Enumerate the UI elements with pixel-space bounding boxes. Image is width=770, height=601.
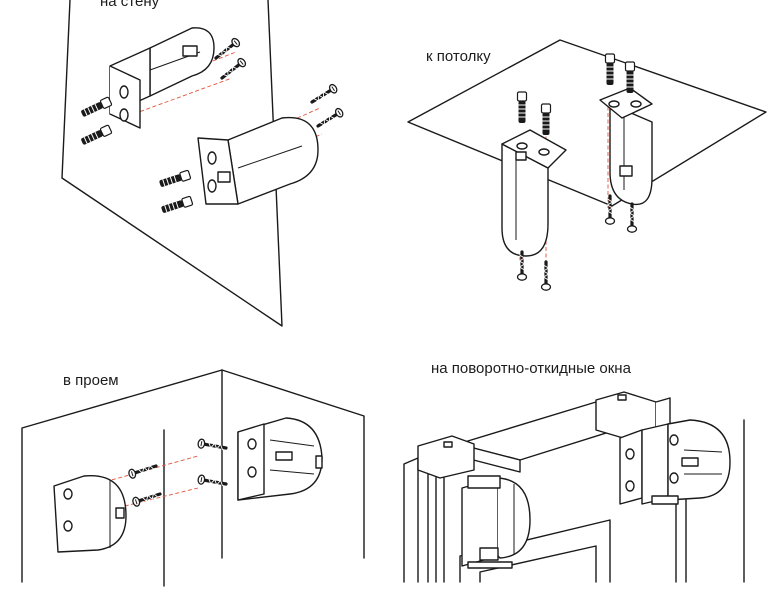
ceiling-mount-illustration — [407, 39, 767, 292]
tilt-window-illustration — [403, 391, 745, 583]
recess-mount-label: в проем — [63, 372, 119, 389]
wall-mount-illustration — [61, 0, 346, 327]
tilt-clamp-right — [595, 391, 731, 505]
recess-mount-illustration — [21, 369, 365, 587]
wall-bracket-lower — [197, 116, 319, 205]
wall-mount-label: на стену — [100, 0, 160, 10]
ceiling-mount-label: к потолку — [426, 48, 491, 65]
ceiling-bracket-left — [501, 129, 567, 257]
tilt-clamp-left — [417, 435, 531, 569]
tilt-window-mount-label: на поворотно-откидные окна — [431, 360, 631, 377]
recess-bracket-left — [53, 475, 127, 553]
wall-bracket-upper — [109, 27, 215, 129]
recess-bracket-right — [237, 417, 323, 501]
